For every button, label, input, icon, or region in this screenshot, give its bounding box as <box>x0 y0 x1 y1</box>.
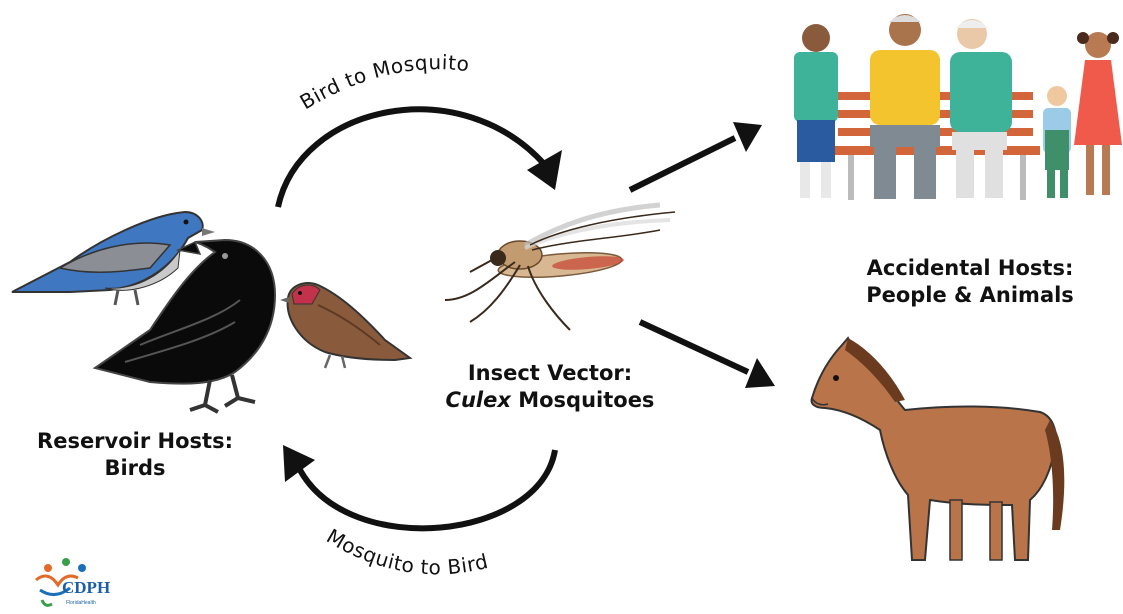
reservoir-hosts-label: Reservoir Hosts: Birds <box>10 428 260 482</box>
reservoir-hosts-title: Reservoir Hosts: <box>10 428 260 455</box>
bird-to-mosquito-arrow <box>278 109 562 207</box>
insect-vector-subtitle: Culex Mosquitoes <box>420 387 680 414</box>
accidental-hosts-title: Accidental Hosts: <box>830 255 1110 282</box>
people-bench-icon <box>794 14 1122 200</box>
mosquito-icon <box>445 205 675 330</box>
bird-to-mosquito-label: Bird to Mosquito <box>296 50 471 114</box>
mosquitoes-text: Mosquitoes <box>511 388 655 412</box>
reservoir-hosts-subtitle: Birds <box>10 455 260 482</box>
mosquito-to-bird-label: Mosquito to Bird <box>323 524 491 580</box>
culex-italic: Culex <box>446 388 511 412</box>
arrow-to-people <box>630 122 762 190</box>
horse-icon <box>812 338 1065 560</box>
finch-icon <box>280 283 410 368</box>
insect-vector-title: Insect Vector: <box>420 360 680 387</box>
insect-vector-label: Insect Vector: Culex Mosquitoes <box>420 360 680 414</box>
accidental-hosts-label: Accidental Hosts: People & Animals <box>830 255 1110 309</box>
cdph-logo-text: CDPH <box>62 578 110 598</box>
accidental-hosts-subtitle: People & Animals <box>830 282 1110 309</box>
mosquito-to-bird-arrow <box>283 445 555 528</box>
cdph-logo-subtext: FloridaHealth <box>66 600 96 606</box>
